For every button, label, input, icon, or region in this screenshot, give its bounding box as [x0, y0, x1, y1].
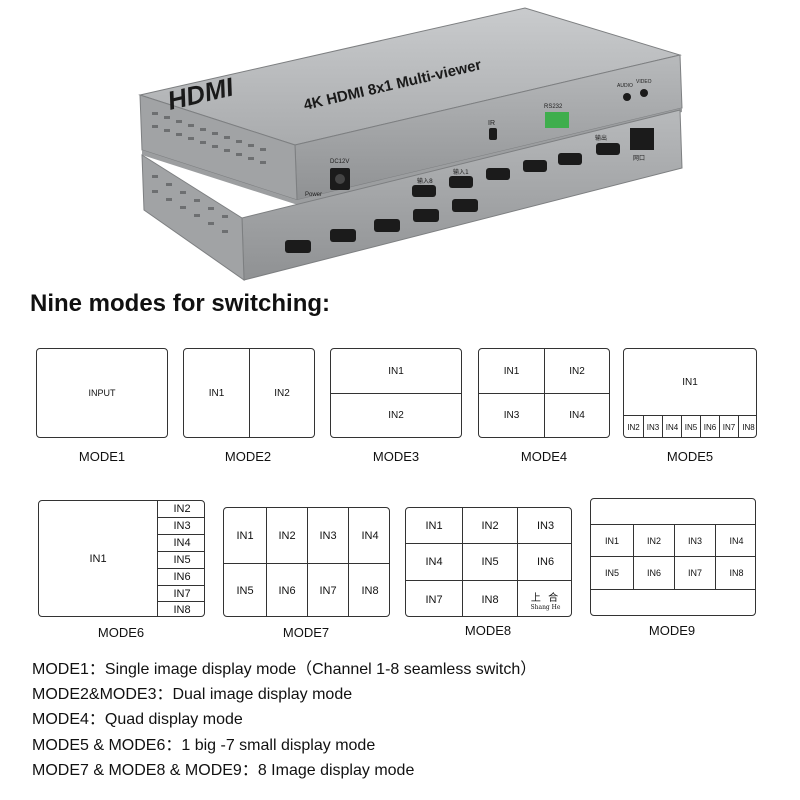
- mode5-cell: IN7: [719, 415, 738, 437]
- lan-port: [630, 128, 654, 150]
- mode2-diagram: IN1 IN2: [183, 348, 315, 438]
- mode6-diagram: IN1 IN2 IN3 IN4 IN5 IN6 IN7 IN8: [38, 500, 205, 617]
- mode2-label: MODE2: [224, 449, 272, 464]
- mode6-cell: IN3: [157, 517, 204, 534]
- mode5-cell: IN1: [682, 376, 698, 388]
- mode7-cell: IN4: [348, 508, 389, 563]
- mode1-label: MODE1: [78, 449, 126, 464]
- shanghe-watermark: 上 合 Shang He: [518, 581, 571, 616]
- mode3-diagram: IN1 IN2: [330, 348, 462, 438]
- mode9-cell: IN2: [633, 524, 674, 556]
- description-line: MODE2&MODE3：Dual image display mode: [32, 686, 353, 703]
- mode5-cell: IN5: [681, 415, 700, 437]
- description-line: MODE7 & MODE8 & MODE9：8 Image display mo…: [32, 762, 415, 779]
- mode4-cell: IN1: [503, 365, 520, 377]
- mode7-label: MODE7: [282, 625, 330, 640]
- mode9-cell: IN1: [591, 524, 633, 556]
- mode7-cell: IN8: [348, 563, 389, 616]
- hdmi-ports-upper: [412, 143, 620, 197]
- mode5-cell: IN8: [738, 415, 756, 437]
- mode6-cell: IN5: [157, 551, 204, 568]
- mode9-label: MODE9: [648, 623, 696, 638]
- mode9-cell: IN7: [674, 556, 715, 589]
- mode3-cell: IN1: [388, 365, 404, 377]
- mode7-cell: IN3: [307, 508, 348, 563]
- output-label: 输出: [595, 134, 607, 142]
- mode8-cell: IN4: [406, 543, 462, 580]
- mode7-cell: IN6: [266, 563, 307, 616]
- mode5-cell: IN2: [624, 415, 643, 437]
- mode9-diagram: IN1 IN2 IN3 IN4 IN5 IN6 IN7 IN8: [590, 498, 756, 616]
- modes-heading: Nine modes for switching:: [30, 290, 331, 317]
- rs232-terminal: [545, 112, 569, 128]
- description-line: MODE5 & MODE6：1 big -7 small display mod…: [32, 737, 376, 754]
- mode1-diagram: INPUT: [36, 348, 168, 438]
- mode6-cell: IN6: [157, 568, 204, 585]
- mode4-cell: IN3: [479, 393, 544, 437]
- device-photo: HDMI 4K HDMI 8x1 Multi-viewer DC12V Powe…: [138, 7, 683, 281]
- mode8-label: MODE8: [464, 623, 512, 638]
- mode5-cell: IN3: [643, 415, 662, 437]
- mode5-label: MODE5: [666, 449, 714, 464]
- video-label: VIDEO: [636, 79, 652, 85]
- mode9-cell: IN4: [715, 524, 755, 556]
- description-line: MODE1：Single image display mode（Channel …: [32, 661, 537, 678]
- mode8-watermark-cell: 上 合 Shang He: [517, 580, 571, 616]
- mode7-diagram: IN1 IN2 IN3 IN4 IN5 IN6 IN7 IN8: [223, 507, 390, 617]
- mode1-cell: INPUT: [88, 388, 116, 398]
- mode4-label: MODE4: [520, 449, 568, 464]
- mode5-diagram: IN1 IN2 IN3 IN4 IN5 IN6 IN7 IN8: [623, 348, 757, 438]
- mode4-cell: IN4: [544, 393, 609, 437]
- mode5-cell: IN4: [662, 415, 681, 437]
- mode3-cell: IN2: [331, 393, 461, 437]
- ir-label: IR: [488, 120, 495, 127]
- mode4-diagram: IN1 IN2 IN3 IN4: [478, 348, 610, 438]
- mode6-cell: IN8: [157, 601, 204, 616]
- mode2-cell: IN2: [249, 349, 314, 437]
- video-jack: [640, 89, 648, 97]
- mode4-cell: IN2: [544, 349, 609, 393]
- dc-label: DC12V: [330, 159, 349, 165]
- mode6-cell: IN4: [157, 534, 204, 551]
- audio-jack: [623, 93, 631, 101]
- mode9-cell: IN3: [674, 524, 715, 556]
- mode8-cell: IN8: [462, 580, 517, 616]
- inputs-label-start: 输入8: [417, 177, 433, 185]
- mode9-cell: IN8: [715, 556, 755, 589]
- mode3-label: MODE3: [372, 449, 420, 464]
- mode6-label: MODE6: [97, 625, 145, 640]
- ir-port: [489, 128, 497, 140]
- mode9-top-bar: [591, 499, 755, 524]
- audio-label: AUDIO: [617, 83, 633, 89]
- description-line: MODE4：Quad display mode: [32, 711, 243, 728]
- mode7-cell: IN5: [224, 563, 266, 616]
- mode6-cell: IN2: [157, 501, 204, 517]
- mode8-cell: IN6: [517, 543, 571, 580]
- mode2-cell: IN1: [208, 387, 225, 399]
- lan-label: 网口: [633, 155, 645, 162]
- mode8-cell: IN3: [517, 508, 571, 543]
- rs232-label: RS232: [544, 104, 563, 110]
- mode8-cell: IN5: [462, 543, 517, 580]
- mode8-cell: IN1: [425, 519, 443, 532]
- mode8-cell: IN7: [406, 580, 462, 616]
- hdmi-ports-lower: [285, 199, 478, 253]
- mode9-cell: IN5: [591, 556, 633, 589]
- mode9-cell: IN6: [633, 556, 674, 589]
- mode8-cell: IN2: [462, 508, 517, 543]
- watermark-pinyin: Shang He: [530, 603, 561, 611]
- mode9-bottom-bar: [591, 589, 755, 615]
- mode6-cell: IN7: [157, 585, 204, 601]
- mode7-cell: IN2: [266, 508, 307, 563]
- vent-holes: [152, 112, 266, 233]
- mode6-cell: IN1: [89, 552, 107, 565]
- watermark-cn: 上 合: [530, 592, 561, 604]
- mode7-cell: IN1: [236, 529, 254, 542]
- mode8-diagram: IN1 IN2 IN3 IN4 IN5 IN6 IN7 IN8 上 合 Shan…: [405, 507, 572, 617]
- power-label: Power: [305, 192, 322, 198]
- mode5-cell: IN6: [700, 415, 719, 437]
- inputs-label-end: 输入1: [453, 168, 469, 176]
- lower-unit-side: [141, 154, 245, 281]
- mode7-cell: IN7: [307, 563, 348, 616]
